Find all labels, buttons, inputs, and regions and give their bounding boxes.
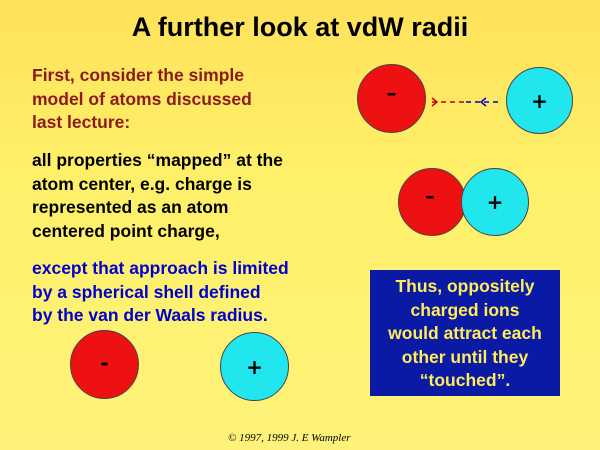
note-line: charged ions bbox=[410, 299, 520, 320]
paragraph-limitation: except that approach is limited by a sph… bbox=[32, 257, 332, 328]
minus-sign: – bbox=[425, 184, 435, 208]
positive-atom-touching: + bbox=[461, 168, 529, 236]
negative-atom-separated: – bbox=[357, 64, 426, 133]
minus-sign: - bbox=[100, 350, 109, 375]
paragraph-line: model of atoms discussed bbox=[32, 88, 252, 109]
paragraph-line: all properties “mapped” at the bbox=[32, 150, 283, 170]
paragraph-line: by the van der Waals radius. bbox=[32, 305, 268, 325]
paragraph-line: except that approach is limited bbox=[32, 258, 289, 278]
plus-sign: + bbox=[246, 354, 263, 379]
note-line: other until they bbox=[401, 346, 529, 367]
paragraph-line: First, consider the simple bbox=[32, 65, 244, 85]
minus-sign: – bbox=[386, 80, 397, 105]
paragraph-simple-model: First, consider the simple model of atom… bbox=[32, 64, 332, 135]
paragraph-properties: all properties “mapped” at the atom cent… bbox=[32, 149, 332, 243]
copyright-notice: © 1997, 1999 J. E Wampler bbox=[228, 432, 351, 444]
conclusion-box: Thus, oppositely charged ions would attr… bbox=[370, 270, 560, 396]
paragraph-line: centered point charge, bbox=[32, 220, 220, 241]
negative-atom-bottom: - bbox=[70, 330, 139, 399]
paragraph-line: represented as an atom bbox=[32, 197, 229, 217]
paragraph-line: atom center, e.g. charge is bbox=[32, 173, 252, 194]
note-line: would attract each bbox=[388, 323, 542, 343]
note-line: “touched”. bbox=[419, 370, 511, 390]
note-line: Thus, oppositely bbox=[395, 276, 535, 296]
positive-atom-bottom: + bbox=[220, 332, 289, 401]
paragraph-line: by a spherical shell defined bbox=[32, 281, 261, 302]
attraction-arrows-icon bbox=[431, 97, 498, 107]
negative-atom-touching: – bbox=[398, 168, 466, 236]
plus-sign: + bbox=[531, 88, 548, 113]
paragraph-line: last lecture: bbox=[32, 112, 131, 132]
plus-sign: + bbox=[486, 190, 504, 214]
slide-title: A further look at vdW radii bbox=[131, 12, 469, 42]
positive-atom-separated: + bbox=[506, 67, 573, 134]
